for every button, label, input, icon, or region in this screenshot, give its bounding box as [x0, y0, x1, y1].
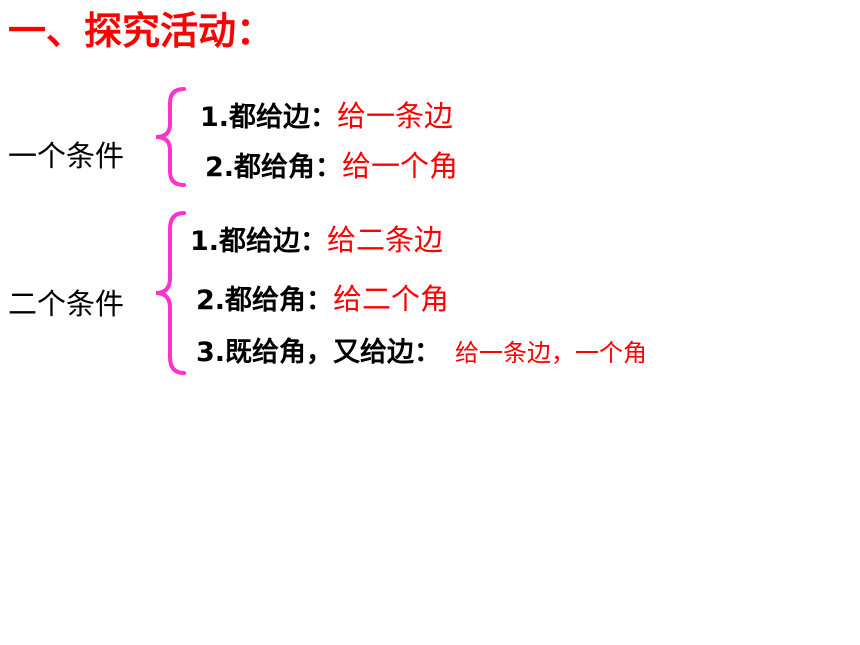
- item-value: 给二个角: [333, 282, 450, 316]
- list-item: 1.都给边：给一条边: [200, 98, 453, 139]
- group-label-one-condition: 一个条件: [8, 139, 125, 173]
- item-key: 1.都给边：: [190, 226, 328, 257]
- item-key: 3.既给角，又给边：: [196, 337, 442, 368]
- list-item: 3.既给角，又给边： 给一条边，一个角: [196, 335, 647, 374]
- item-value: 给二条边: [327, 223, 444, 257]
- brace-icon: [155, 87, 186, 187]
- item-key: 2.都给角：: [196, 285, 334, 316]
- item-key: 1.都给边：: [200, 102, 338, 133]
- list-item: 2.都给角：给二个角: [196, 281, 449, 322]
- item-key: 2.都给角：: [205, 152, 343, 183]
- list-item: 2.都给角：给一个角: [205, 148, 458, 189]
- list-item: 1.都给边：给二条边: [190, 222, 443, 263]
- item-value: 给一条边: [337, 99, 454, 133]
- group-label-two-conditions: 二个条件: [8, 287, 125, 321]
- item-value: 给一条边，一个角: [455, 339, 648, 367]
- brace-icon: [155, 211, 186, 375]
- item-value: 给一个角: [342, 149, 459, 183]
- page-title: 一、探究活动：: [8, 9, 275, 53]
